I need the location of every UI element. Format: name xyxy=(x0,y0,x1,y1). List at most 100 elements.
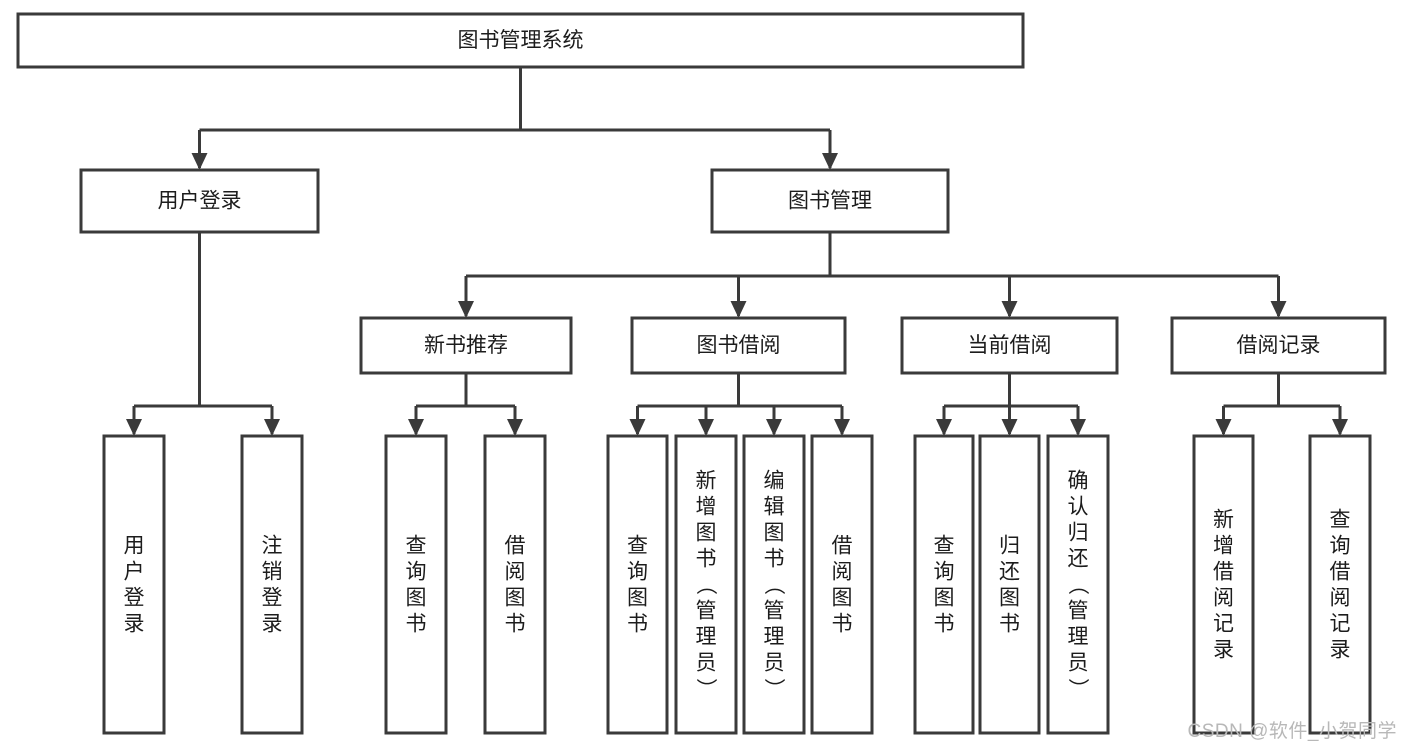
node-label-new-book-rec: 新书推荐 xyxy=(424,334,508,357)
node-label-leaf-edit-book-char: ） xyxy=(762,678,785,699)
node-book-borrow[interactable]: 图书借阅 xyxy=(630,316,847,375)
node-label-leaf-query-book-3-char: 询 xyxy=(934,561,955,584)
node-box-book-manage[interactable] xyxy=(710,168,950,234)
node-box-leaf-query-book-3[interactable] xyxy=(913,434,975,735)
node-label-leaf-edit-book-char: 编 xyxy=(764,470,785,493)
node-label-leaf-logout-char: 登 xyxy=(262,587,283,610)
node-label-leaf-borrow-book-2-char: 书 xyxy=(832,613,853,636)
node-box-leaf-return-book[interactable] xyxy=(978,434,1041,735)
node-label-leaf-query-book-3-char: 书 xyxy=(934,613,955,636)
node-label-leaf-query-book-3-char: 图 xyxy=(934,587,955,610)
arrow-head-icon xyxy=(458,301,474,318)
node-label-leaf-add-record-char: 录 xyxy=(1213,639,1234,662)
node-box-leaf-add-book[interactable] xyxy=(674,434,738,735)
node-label-leaf-add-record-char: 阅 xyxy=(1213,587,1234,610)
node-label-leaf-borrow-book-1-char: 图 xyxy=(505,587,526,610)
node-label-leaf-user-login-char: 用 xyxy=(124,535,145,558)
arrow-head-icon xyxy=(126,419,142,436)
node-label-leaf-borrow-book-2-char: 图 xyxy=(832,587,853,610)
node-label-borrow-record: 借阅记录 xyxy=(1237,334,1321,357)
node-box-leaf-add-record[interactable] xyxy=(1192,434,1255,735)
node-box-current-borrow[interactable] xyxy=(900,316,1119,375)
node-box-leaf-edit-book[interactable] xyxy=(742,434,806,735)
arrow-head-icon xyxy=(1001,301,1018,318)
arrow-head-icon xyxy=(1001,419,1018,436)
node-label-book-borrow: 图书借阅 xyxy=(697,334,781,357)
node-label-leaf-borrow-book-2-char: 阅 xyxy=(832,561,853,584)
node-borrow-record[interactable]: 借阅记录 xyxy=(1170,316,1387,375)
node-label-leaf-query-book-3-char: 查 xyxy=(934,535,955,558)
arrow-head-icon xyxy=(766,419,782,436)
node-label-leaf-return-book-char: 书 xyxy=(999,613,1020,636)
node-leaf-user-login[interactable]: 用户登录 xyxy=(102,434,166,735)
arrow-head-icon xyxy=(191,153,208,170)
node-label-leaf-return-book-char: 图 xyxy=(999,587,1020,610)
node-box-leaf-query-book-2[interactable] xyxy=(606,434,669,735)
node-box-borrow-record[interactable] xyxy=(1170,316,1387,375)
node-label-leaf-add-book-char: ） xyxy=(694,678,717,699)
edge-group-user-login xyxy=(126,232,280,436)
node-label-leaf-borrow-book-1-char: 阅 xyxy=(505,561,526,584)
node-box-leaf-borrow-book-1[interactable] xyxy=(483,434,547,735)
node-box-leaf-user-login[interactable] xyxy=(102,434,166,735)
node-label-leaf-edit-book-char: 书 xyxy=(764,548,785,571)
node-label-leaf-edit-book-char: 理 xyxy=(764,626,785,649)
node-label-leaf-add-book-char: （ xyxy=(694,574,717,595)
node-root[interactable]: 图书管理系统 xyxy=(16,12,1025,69)
node-current-borrow[interactable]: 当前借阅 xyxy=(900,316,1119,375)
node-new-book-rec[interactable]: 新书推荐 xyxy=(359,316,573,375)
node-label-leaf-borrow-book-1-char: 书 xyxy=(505,613,526,636)
node-label-leaf-logout-char: 录 xyxy=(262,613,283,636)
node-box-leaf-query-record[interactable] xyxy=(1308,434,1372,735)
node-label-leaf-query-book-2-char: 查 xyxy=(627,535,648,558)
nodes-layer: 图书管理系统用户登录图书管理新书推荐图书借阅当前借阅借阅记录用户登录注销登录查询… xyxy=(16,12,1387,735)
edge-group-book-borrow xyxy=(629,373,850,436)
node-label-leaf-add-record-char: 增 xyxy=(1213,535,1234,558)
node-label-leaf-user-login-char: 登 xyxy=(124,587,145,610)
node-label-leaf-add-book-char: 理 xyxy=(696,626,717,649)
node-label-leaf-add-book-char: 员 xyxy=(696,652,717,675)
arrow-head-icon xyxy=(629,419,646,436)
node-label-leaf-query-book-1-char: 询 xyxy=(406,561,427,584)
node-box-new-book-rec[interactable] xyxy=(359,316,573,375)
edge-group-new-book-rec xyxy=(408,373,523,436)
node-book-manage[interactable]: 图书管理 xyxy=(710,168,950,234)
node-box-user-login[interactable] xyxy=(79,168,320,234)
node-box-root[interactable] xyxy=(16,12,1025,69)
node-label-leaf-edit-book-char: （ xyxy=(762,574,785,595)
node-label-leaf-confirm-return-char: 管 xyxy=(1068,600,1089,623)
arrow-head-icon xyxy=(822,153,838,170)
node-label-leaf-add-book-char: 增 xyxy=(696,496,717,519)
edge-group-root xyxy=(191,67,838,170)
node-label-leaf-add-book-char: 图 xyxy=(696,522,717,545)
node-label-leaf-confirm-return-char: 理 xyxy=(1068,626,1089,649)
node-label-leaf-user-login-char: 录 xyxy=(124,613,145,636)
node-box-book-borrow[interactable] xyxy=(630,316,847,375)
node-label-leaf-query-record-char: 记 xyxy=(1330,613,1351,636)
node-label-leaf-confirm-return-char: 归 xyxy=(1068,522,1089,545)
arrow-head-icon xyxy=(698,419,714,436)
node-label-leaf-borrow-book-1-char: 借 xyxy=(505,535,526,558)
node-label-user-login: 用户登录 xyxy=(158,190,242,213)
node-box-leaf-query-book-1[interactable] xyxy=(384,434,448,735)
arrow-head-icon xyxy=(730,301,747,318)
node-box-leaf-confirm-return[interactable] xyxy=(1046,434,1110,735)
node-label-leaf-add-book-char: 管 xyxy=(696,600,717,623)
node-label-book-manage: 图书管理 xyxy=(788,190,872,213)
node-box-leaf-borrow-book-2[interactable] xyxy=(810,434,874,735)
node-box-leaf-logout[interactable] xyxy=(240,434,304,735)
node-user-login[interactable]: 用户登录 xyxy=(79,168,320,234)
